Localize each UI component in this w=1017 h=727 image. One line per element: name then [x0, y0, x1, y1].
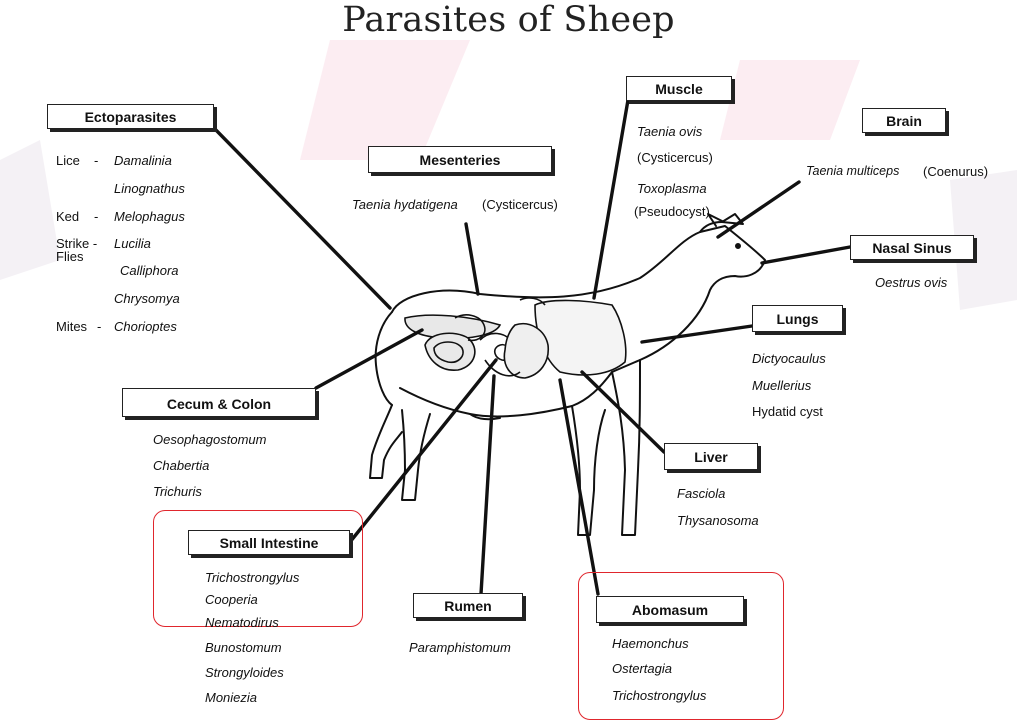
- cecum-colon-species: Chabertia: [153, 459, 209, 472]
- line-cecum-colon: [316, 330, 422, 388]
- separator: -: [97, 320, 101, 333]
- species-item: Melophagus: [114, 210, 185, 223]
- small-intestine-species: Nematodirus: [205, 616, 279, 629]
- mesenteries-species: Taenia hydatigena: [352, 198, 458, 211]
- separator: -: [94, 210, 98, 223]
- abomasum-species: Trichostrongylus: [612, 689, 706, 702]
- line-brain: [718, 182, 799, 237]
- liver-species: Fasciola: [677, 487, 725, 500]
- lungs-label: Lungs: [752, 305, 843, 332]
- muscle-entry: (Cysticercus): [637, 151, 713, 164]
- line-abomasum: [560, 380, 598, 594]
- rumen-label: Rumen: [413, 593, 523, 618]
- line-small-intestine: [350, 360, 496, 542]
- muscle-entry: Toxoplasma: [637, 182, 707, 195]
- muscle-entry: Taenia ovis: [637, 125, 702, 138]
- small-intestine-label: Small Intestine: [188, 530, 350, 555]
- small-intestine-species: Cooperia: [205, 593, 258, 606]
- liver-lobe: [535, 300, 626, 374]
- species-item: Calliphora: [120, 264, 179, 277]
- lungs-species: Muellerius: [752, 379, 811, 392]
- small-intestine-species: Trichostrongylus: [205, 571, 299, 584]
- rumen-species: Paramphistomum: [409, 641, 511, 654]
- nasal-sinus-label: Nasal Sinus: [850, 235, 974, 260]
- abomasum-species: Haemonchus: [612, 637, 689, 650]
- line-ectoparasites: [214, 128, 390, 308]
- brain-species: Taenia multiceps: [806, 165, 899, 178]
- cecum-colon-species: Oesophagostomum: [153, 433, 266, 446]
- cecum-colon-species: Trichuris: [153, 485, 202, 498]
- brain-stage: (Coenurus): [923, 165, 988, 178]
- lungs-species: Dictyocaulus: [752, 352, 826, 365]
- cecum-colon-label: Cecum & Colon: [122, 388, 316, 417]
- nasal-sinus-species: Oestrus ovis: [875, 276, 947, 289]
- mesenteries-stage: (Cysticercus): [482, 198, 558, 211]
- line-nasal-sinus: [762, 247, 850, 263]
- organs: [405, 298, 626, 378]
- muscle-entry: (Pseudocyst): [634, 205, 710, 218]
- liver-label: Liver: [664, 443, 758, 470]
- small-intestine-species: Moniezia: [205, 691, 257, 704]
- abomasum-shape: [504, 324, 548, 378]
- line-muscle: [594, 100, 628, 298]
- small-intestine-highlight: [153, 510, 363, 627]
- host-ked: Ked: [56, 210, 79, 223]
- muscle-label: Muscle: [626, 76, 732, 101]
- species-item: Linognathus: [114, 182, 185, 195]
- brain-label: Brain: [862, 108, 946, 133]
- host-flies: Flies: [56, 250, 83, 263]
- lungs-species: Hydatid cyst: [752, 405, 823, 418]
- abomasum-species: Ostertagia: [612, 662, 672, 675]
- ectoparasites-label: Ectoparasites: [47, 104, 214, 129]
- host-lice: Lice: [56, 154, 80, 167]
- liver-species: Thysanosoma: [677, 514, 759, 527]
- intestine-coil-1: [425, 333, 475, 370]
- species-item: Damalinia: [114, 154, 172, 167]
- line-lungs: [642, 326, 752, 342]
- species-item: Chrysomya: [114, 292, 180, 305]
- species-item: Lucilia: [114, 237, 151, 250]
- small-intestine-species: Strongyloides: [205, 666, 284, 679]
- host-mites: Mites: [56, 320, 87, 333]
- mesenteries-label: Mesenteries: [368, 146, 552, 173]
- small-intestine-species: Bunostomum: [205, 641, 282, 654]
- separator: -: [94, 154, 98, 167]
- species-item: Chorioptes: [114, 320, 177, 333]
- abomasum-label: Abomasum: [596, 596, 744, 623]
- line-rumen: [481, 376, 494, 594]
- line-mesenteries: [466, 224, 478, 294]
